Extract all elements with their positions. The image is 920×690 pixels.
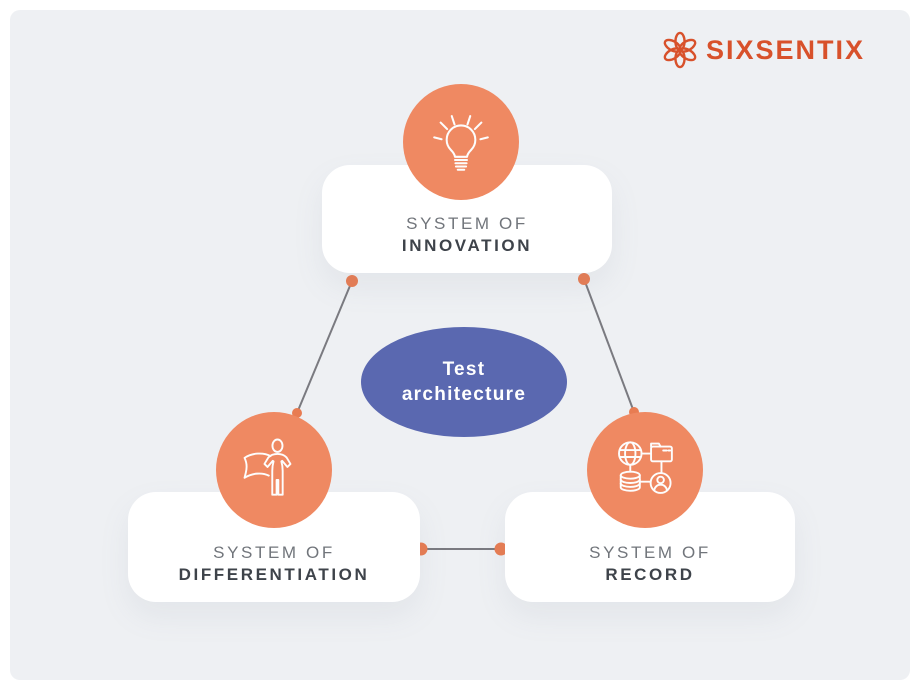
connector-innovation-record: [583, 278, 635, 413]
superhero-icon: [243, 438, 292, 496]
test-architecture-ellipse: Test architecture: [361, 327, 567, 437]
card-label-top: SYSTEM OF: [589, 543, 711, 562]
flower-pinwheel-icon: [663, 31, 697, 69]
connector-innovation-differentiation: [296, 280, 353, 414]
center-label-line1: Test: [442, 359, 486, 380]
innovation-badge: [403, 84, 519, 200]
brand-name: SIXSENTIX: [705, 34, 865, 65]
card-label-top: SYSTEM OF: [406, 214, 528, 233]
connector-dot: [494, 542, 508, 556]
card-system-of-innovation: SYSTEM OF INNOVATION: [322, 165, 612, 273]
connector-dot: [578, 273, 590, 285]
card-label-bottom: RECORD: [605, 565, 695, 584]
card-label-top: SYSTEM OF: [213, 543, 335, 562]
lightbulb-icon: [433, 115, 489, 171]
record-badge: [587, 412, 703, 528]
card-label-bottom: DIFFERENTIATION: [178, 565, 370, 584]
brand-logo: SIXSENTIX: [661, 31, 865, 69]
card-label-bottom: INNOVATION: [401, 236, 533, 255]
center-label-line2: architecture: [401, 384, 527, 405]
data-network-icon: [618, 441, 673, 494]
connector-dot: [346, 275, 358, 287]
differentiation-badge: [216, 412, 332, 528]
